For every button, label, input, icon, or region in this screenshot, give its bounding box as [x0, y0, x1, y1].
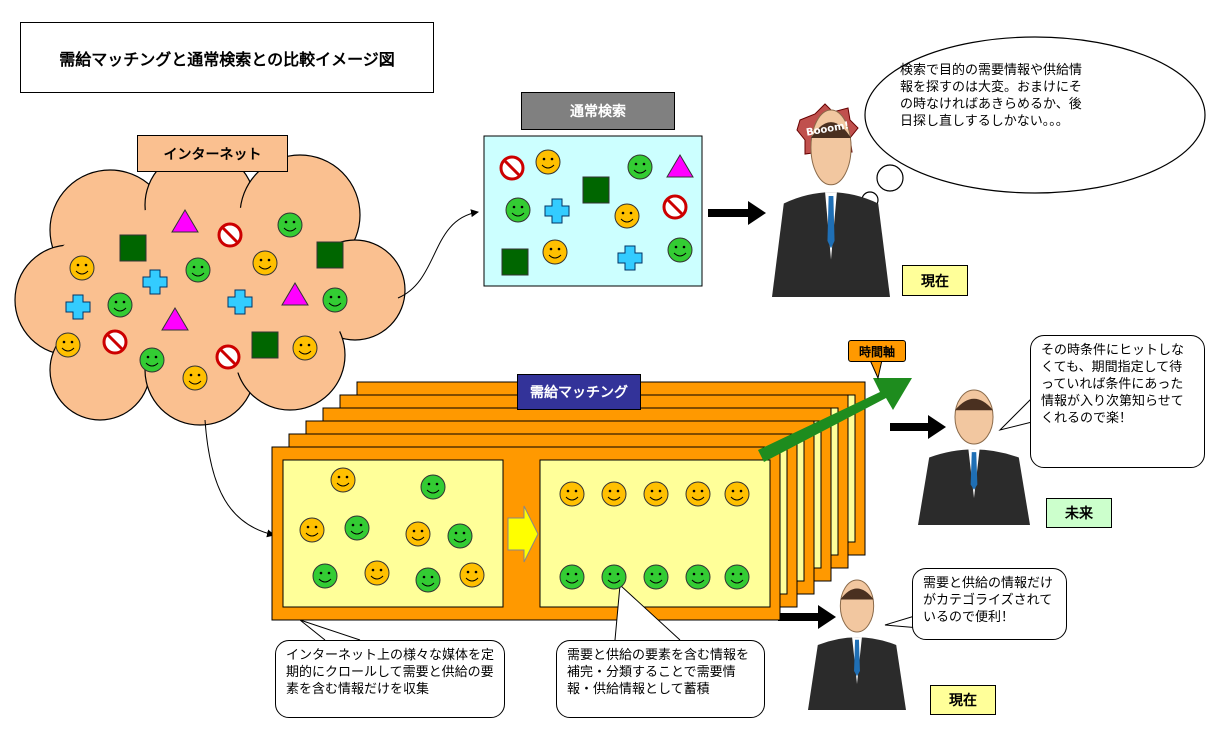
cloud-to-matching-arrow	[204, 419, 275, 538]
content-icons	[55, 149, 750, 593]
smiley-icon	[559, 564, 585, 590]
present-label-bottom: 現在	[930, 685, 996, 715]
speech-bubble-future: その時条件にヒットしなくても、期間指定して待っていれば条件にあった情報が入り次第…	[1030, 335, 1205, 468]
smiley-icon	[685, 564, 711, 590]
smiley-icon	[685, 481, 711, 507]
triangle-icon	[666, 154, 694, 178]
matching-label: 需給マッチング	[517, 374, 641, 410]
smiley-icon	[405, 521, 431, 547]
arrow-to-bottom-user	[778, 605, 836, 629]
smiley-icon	[330, 467, 356, 493]
smiley-icon	[542, 239, 568, 265]
smiley-icon	[322, 287, 348, 313]
square-icon	[251, 331, 279, 359]
prohibited-icon	[215, 344, 241, 370]
smiley-icon	[643, 481, 669, 507]
page-title: 需給マッチングと通常検索との比較イメージ図	[20, 22, 434, 93]
smiley-icon	[667, 237, 693, 263]
prohibited-icon	[662, 194, 688, 220]
smiley-icon	[601, 564, 627, 590]
smiley-icon	[69, 255, 95, 281]
process-arrow-icon	[507, 505, 539, 563]
present-label-top: 現在	[902, 265, 968, 296]
time-axis-label: 時間軸	[848, 340, 906, 362]
smiley-icon	[364, 560, 390, 586]
time-axis-arrow	[758, 378, 912, 462]
callout-crawl: インターネット上の様々な媒体を定期的にクロールして需要と供給の要素を含む情報だけ…	[275, 640, 505, 718]
smiley-icon	[535, 149, 561, 175]
smiley-icon	[643, 564, 669, 590]
smiley-icon	[415, 567, 441, 593]
smiley-icon	[55, 332, 81, 358]
cloud-to-search-arrow	[397, 209, 479, 299]
square-icon	[582, 176, 610, 204]
smiley-icon	[107, 292, 133, 318]
arrow-to-present-user	[708, 201, 766, 225]
smiley-icon	[139, 347, 165, 373]
smiley-icon	[312, 563, 338, 589]
square-icon	[316, 241, 344, 269]
smiley-icon	[447, 523, 473, 549]
thought-bubble	[861, 36, 1206, 209]
smiley-icon	[182, 365, 208, 391]
cross-icon	[544, 198, 570, 224]
cross-icon	[227, 289, 253, 315]
arrow-to-future-user	[890, 415, 946, 439]
cross-icon	[65, 294, 91, 320]
smiley-icon	[299, 517, 325, 543]
triangle-icon	[281, 282, 309, 306]
triangle-icon	[171, 209, 199, 233]
speech-bubble-present: 需要と供給の情報だけがカテゴライズされているので便利！	[912, 568, 1067, 640]
smiley-icon	[185, 257, 211, 283]
smiley-icon	[252, 250, 278, 276]
smiley-icon	[292, 335, 318, 361]
smiley-icon	[724, 564, 750, 590]
smiling-man-future-figure	[918, 389, 1030, 525]
internet-label: インターネット	[137, 135, 288, 172]
smiley-icon	[627, 154, 653, 180]
cross-icon	[142, 269, 168, 295]
square-icon	[119, 234, 147, 262]
triangle-icon	[161, 307, 189, 331]
prohibited-icon	[102, 329, 128, 355]
cross-icon	[617, 245, 643, 271]
smiley-icon	[420, 474, 446, 500]
square-icon	[501, 248, 529, 276]
smiley-icon	[505, 197, 531, 223]
smiling-man-present-figure	[808, 579, 906, 710]
thought-text: 検索で目的の需要情報や供給情報を探すのは大変。おまけにその時なければあきらめるか…	[900, 63, 1083, 129]
smiley-icon	[601, 481, 627, 507]
smiley-icon	[277, 212, 303, 238]
future-label: 未来	[1046, 498, 1112, 528]
callout-store: 需要と供給の要素を含む情報を補完・分類することで需要情報・供給情報として蓄積	[556, 640, 765, 718]
prohibited-icon	[499, 155, 525, 181]
prohibited-icon	[217, 222, 243, 248]
normal-search-label: 通常検索	[521, 92, 675, 130]
smiley-icon	[459, 562, 485, 588]
smiley-icon	[559, 481, 585, 507]
smiley-icon	[344, 515, 370, 541]
worried-man-figure	[772, 109, 890, 297]
smiley-icon	[724, 481, 750, 507]
smiley-icon	[614, 203, 640, 229]
